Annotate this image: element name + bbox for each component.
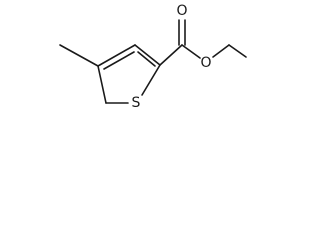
ethoxy-bond-1 xyxy=(212,44,230,58)
ring-double-bond-c2-c3 xyxy=(137,51,156,67)
ester-oxygen-label: O xyxy=(200,55,211,71)
ring-bond-c4-c3 xyxy=(97,44,136,67)
ring-bond-c3-c2 xyxy=(134,44,161,66)
ring-bond-c5-c4 xyxy=(97,65,107,104)
methyl-bond xyxy=(59,44,99,67)
sulfur-label: S xyxy=(132,95,141,111)
ring-bond-c2-s xyxy=(141,64,161,96)
ethoxy-bond-2 xyxy=(228,44,247,58)
c2-carbonyl-bond xyxy=(159,44,183,66)
carbonyl-oxygen-label: O xyxy=(176,3,187,19)
ester-oxygen-bond xyxy=(181,44,201,59)
structure-canvas: O O S xyxy=(0,0,248,122)
ring-double-bond-c3-c4 xyxy=(103,51,135,70)
molecule-diagram: O O S xyxy=(59,3,247,111)
